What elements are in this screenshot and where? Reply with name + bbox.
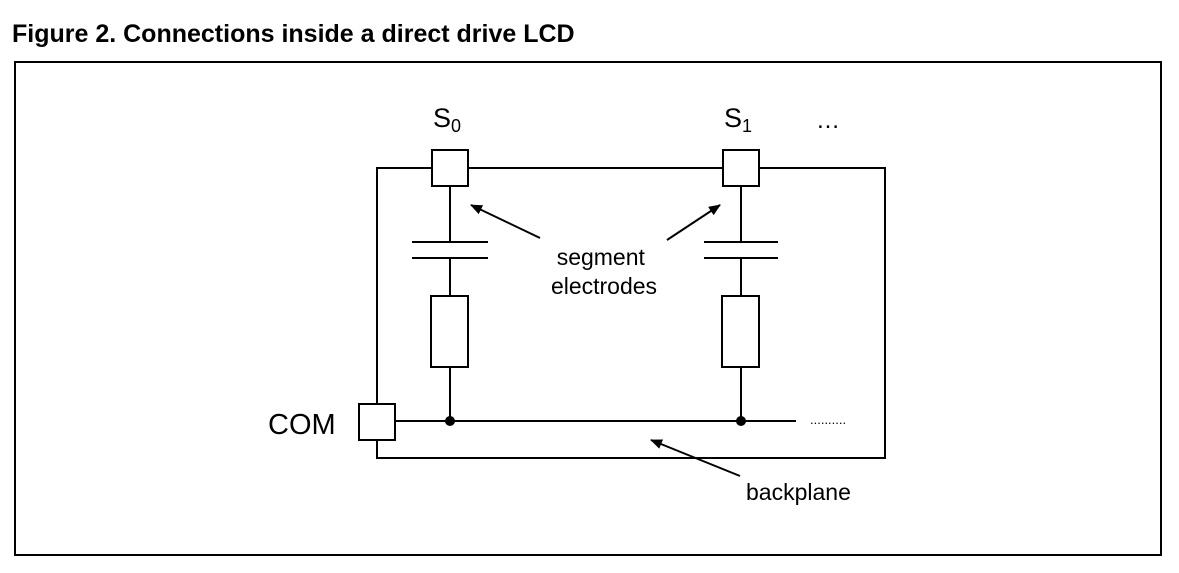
arrow-to-s1-electrode [666, 204, 721, 241]
s0-label: S0 [433, 103, 461, 136]
arrow-to-s0-electrode [470, 204, 541, 239]
more-segments-ellipsis: … [816, 107, 840, 134]
figure-title: Figure 2. Connections inside a direct dr… [12, 20, 575, 48]
com-pin [358, 403, 396, 441]
com-label: COM [268, 409, 336, 441]
segment-branch-s0 [412, 149, 488, 426]
backplane-label: backplane [746, 479, 851, 505]
s1-label: S1 [724, 103, 752, 136]
lcd-outline [376, 167, 886, 459]
s1-resistor [721, 295, 760, 368]
segment-branch-s1 [704, 149, 778, 426]
s0-resistor [430, 295, 469, 368]
s1-pin [722, 149, 760, 187]
s0-pin [431, 149, 469, 187]
segment-electrodes-label: segment electrodes [551, 244, 657, 299]
backplane-continuation-dots: .......... [810, 412, 846, 427]
figure-frame [14, 61, 1162, 556]
arrow-to-backplane [650, 439, 741, 477]
